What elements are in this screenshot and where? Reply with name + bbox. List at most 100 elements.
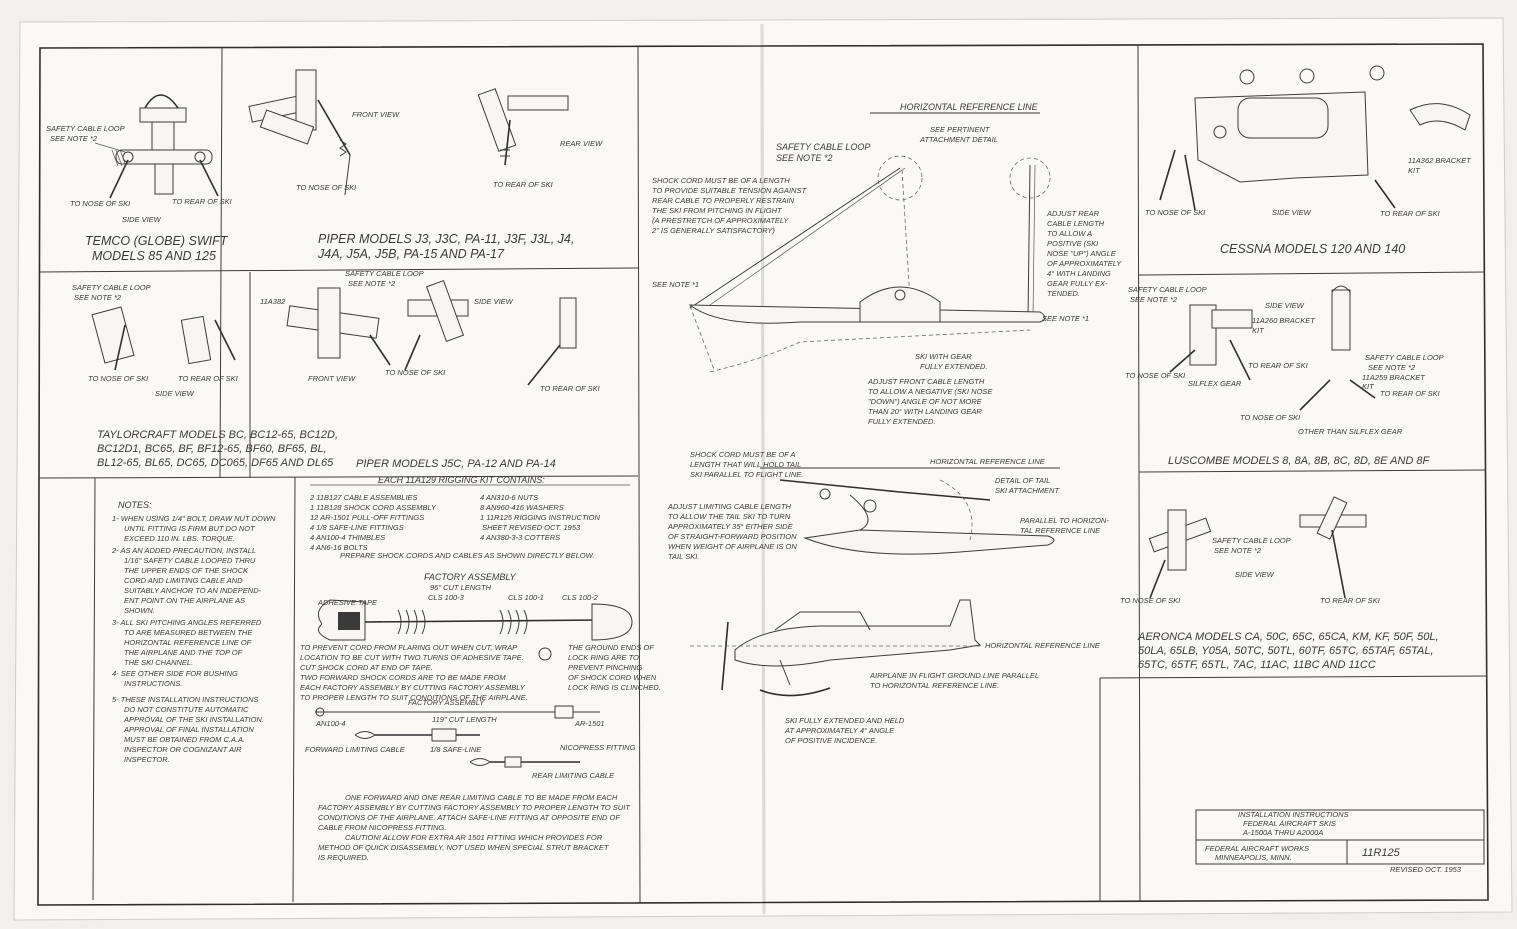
temco-nose-label: TO NOSE OF SKI — [70, 199, 130, 208]
temco-view-label: SIDE VIEW — [122, 215, 162, 224]
airplane-side-drawing — [690, 599, 982, 697]
panel-taylorcraft: SAFETY CABLE LOOP SEE NOTE *2 TO NOSE OF… — [72, 283, 338, 469]
center-see-attach-1: SEE PERTINENT — [930, 125, 991, 134]
cessna-rear-label: TO REAR OF SKI — [1380, 209, 1440, 218]
panel-notes: NOTES: 1- WHEN USING 1/4" BOLT, DRAW NUT… — [111, 500, 276, 764]
kit-rear-cable: REAR LIMITING CABLE — [532, 771, 615, 780]
luscombe-silflex: SILFLEX GEAR — [1188, 379, 1242, 388]
cessna-bracket-drawing — [1159, 65, 1471, 211]
cessna-title: CESSNA MODELS 120 AND 140 — [1220, 242, 1405, 256]
kit-safe-line: 1/8 SAFE-LINE — [430, 745, 482, 754]
center-hrl-3: HORIZONTAL REFERENCE LINE — [985, 641, 1101, 650]
luscombe-nose-label-2: TO NOSE OF SKI — [1240, 413, 1300, 422]
luscombe-safety-note-2: SAFETY CABLE LOOP — [1365, 353, 1444, 362]
panel-cessna: 11A362 BRACKET KIT TO NOSE OF SKI SIDE V… — [1145, 65, 1472, 256]
piper-j3-front-drawing — [248, 69, 351, 196]
center-fold — [760, 23, 766, 915]
taylorcraft-title-1: TAYLORCRAFT MODELS BC, BC12-65, BC12D, — [97, 429, 338, 441]
temco-fitting-drawing — [109, 94, 219, 199]
center-see-note-1b: SEE NOTE *1 — [1042, 314, 1089, 323]
temco-safety-note: SAFETY CABLE LOOP — [46, 124, 125, 133]
titleblock-line-3: A-1500A THRU A2000A — [1242, 828, 1323, 837]
temco-title-2: MODELS 85 AND 125 — [92, 249, 216, 263]
center-hrl: HORIZONTAL REFERENCE LINE — [900, 102, 1039, 112]
cessna-view-label: SIDE VIEW — [1272, 208, 1312, 217]
taylorcraft-see-note: SEE NOTE *2 — [74, 293, 122, 302]
luscombe-rear-label-1: TO REAR OF SKI — [1248, 361, 1308, 370]
taylorcraft-view-label: SIDE VIEW — [155, 389, 195, 398]
kit-fwd-cable: FORWARD LIMITING CABLE — [305, 745, 406, 754]
aeronca-view-label: SIDE VIEW — [1235, 570, 1275, 579]
kit-factory-2: FACTORY ASSEMBLY — [408, 698, 485, 707]
panel-piper-j5c: 11A382 SAFETY CABLE LOOP SEE NOTE *2 SID… — [260, 269, 600, 470]
kit-cut-1: 96" CUT LENGTH — [430, 583, 492, 592]
aeronca-see-note: SEE NOTE *2 — [1214, 546, 1262, 555]
piper-j3-title-2: J4A, J5A, J5B, PA-15 AND PA-17 — [317, 247, 505, 261]
kit-bottom-note: ONE FORWARD AND ONE REAR LIMITING CABLE … — [318, 793, 631, 832]
titleblock-company-1: FEDERAL AIRCRAFT WORKS — [1205, 844, 1309, 853]
kit-prevent-2: TWO FORWARD SHOCK CORDS ARE TO BE MADE F… — [300, 673, 528, 702]
piper-j3-nose-label: TO NOSE OF SKI — [296, 183, 356, 192]
piper-j5c-part: 11A382 — [260, 297, 286, 306]
kit-cut-2: 119" CUT LENGTH — [432, 715, 497, 724]
luscombe-see-note: SEE NOTE *2 — [1130, 295, 1178, 304]
notes-heading: NOTES: — [118, 500, 152, 510]
kit-cls-1: CLS 100-3 — [428, 593, 465, 602]
temco-title-1: TEMCO (GLOBE) SWIFT — [85, 234, 229, 248]
piper-j3-title-1: PIPER MODELS J3, J3C, PA-11, J3F, J3L, J… — [318, 232, 574, 246]
piper-j5c-title: PIPER MODELS J5C, PA-12 AND PA-14 — [356, 458, 556, 470]
panel-luscombe: SAFETY CABLE LOOP SEE NOTE *2 SIDE VIEW … — [1125, 285, 1444, 467]
panel-borders — [37, 43, 1489, 906]
piper-j3-rear-label: TO REAR OF SKI — [493, 180, 553, 189]
piper-j5c-front-view: FRONT VIEW — [308, 374, 356, 383]
aeronca-title-3: 65TC, 65TF, 65TL, 7AC, 11AC, 11BC AND 11… — [1138, 659, 1376, 671]
taylorcraft-safety-note: SAFETY CABLE LOOP — [72, 283, 151, 292]
piper-j5c-side-view: SIDE VIEW — [474, 297, 514, 306]
aeronca-rear-label: TO REAR OF SKI — [1320, 596, 1380, 605]
kit-nicopress: NICOPRESS FITTING — [560, 743, 636, 752]
kit-prepare: PREPARE SHOCK CORDS AND CABLES AS SHOWN … — [340, 551, 595, 560]
piper-j3-rear-drawing — [477, 88, 569, 166]
kit-cls-2: CLS 100-1 — [508, 593, 544, 602]
kit-adhesive: ADHESIVE TAPE — [317, 598, 378, 607]
titleblock-line-1: INSTALLATION INSTRUCTIONS — [1238, 810, 1349, 819]
piper-j5c-rear-label: TO REAR OF SKI — [540, 384, 600, 393]
kit-prevent-1: TO PREVENT CORD FROM FLARING OUT WHEN CU… — [300, 643, 524, 672]
piper-j5c-see-note: SEE NOTE *2 — [348, 279, 396, 288]
kit-drawings — [310, 484, 633, 768]
center-ski-drawing — [688, 155, 1051, 373]
aeronca-drawing — [1148, 496, 1367, 599]
piper-j3-rear-view: REAR VIEW — [560, 139, 603, 148]
center-see-note-1a: SEE NOTE *1 — [652, 280, 699, 289]
piper-j5c-drawing — [286, 280, 577, 386]
aeronca-title-2: 50LA, 65LB, Y05A, 50TC, 50TL, 60TF, 65TC… — [1138, 645, 1434, 657]
kit-ar1501: AR-1501 — [574, 719, 605, 728]
panel-kit: EACH 11A129 RIGGING KIT CONTAINS: 2 11B1… — [300, 475, 661, 862]
kit-factory-1: FACTORY ASSEMBLY — [424, 572, 517, 582]
aeronca-title-1: AERONCA MODELS CA, 50C, 65C, 65CA, KM, K… — [1137, 631, 1439, 643]
temco-rear-label: TO REAR OF SKI — [172, 197, 232, 206]
aeronca-safety-note: SAFETY CABLE LOOP — [1212, 536, 1291, 545]
luscombe-other: OTHER THAN SILFLEX GEAR — [1298, 427, 1403, 436]
luscombe-bracket-1: 11A260 BRACKET — [1252, 316, 1316, 325]
panel-temco: SAFETY CABLE LOOP SEE NOTE *2 TO NOSE OF… — [46, 94, 232, 263]
title-block: INSTALLATION INSTRUCTIONS FEDERAL AIRCRA… — [1195, 809, 1485, 874]
center-see-note-2: SEE NOTE *2 — [776, 153, 833, 163]
center-safety-note: SAFETY CABLE LOOP — [776, 142, 870, 152]
center-hrl-2: HORIZONTAL REFERENCE LINE — [930, 457, 1046, 466]
taylorcraft-drawing — [91, 306, 236, 371]
taylorcraft-nose-label: TO NOSE OF SKI — [88, 374, 148, 383]
kit-caution: CAUTION! ALLOW FOR EXTRA AR 1501 FITTING… — [318, 833, 610, 862]
